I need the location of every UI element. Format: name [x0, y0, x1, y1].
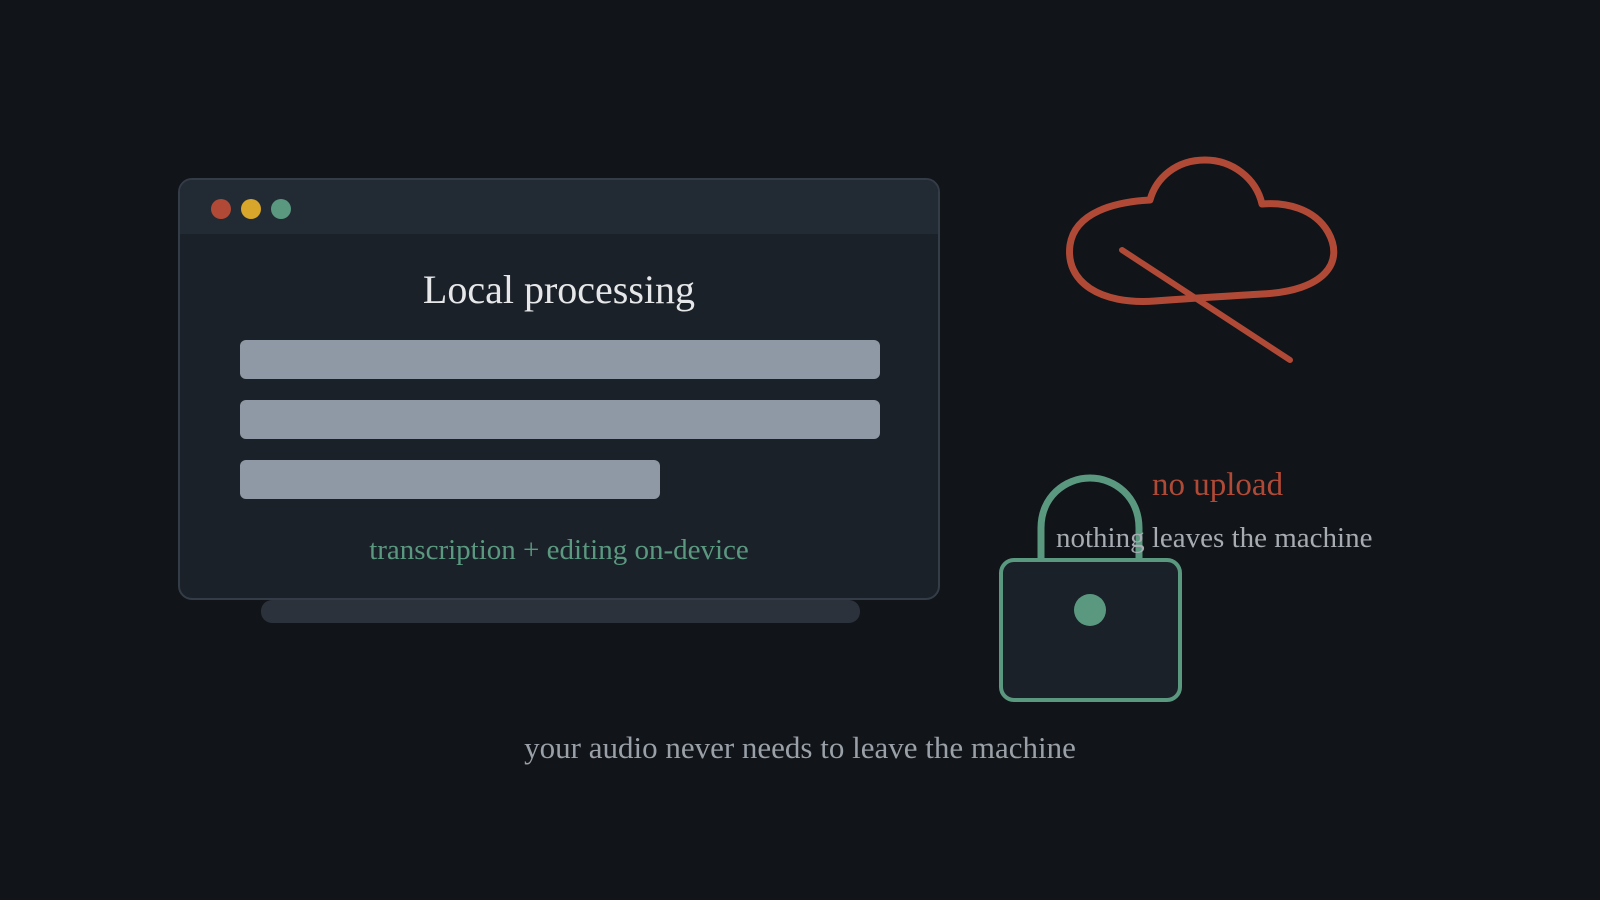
window-titlebar [180, 180, 938, 234]
laptop-stand [261, 600, 860, 623]
window-caption: transcription + editing on-device [369, 534, 749, 566]
minimize-dot-icon[interactable] [241, 199, 261, 219]
text-placeholder-bar [240, 340, 880, 379]
app-window: Local processing transcription + editing… [178, 178, 940, 600]
cloud-off-icon [1066, 156, 1338, 363]
bottom-caption: your audio never needs to leave the mach… [524, 730, 1076, 765]
maximize-dot-icon[interactable] [271, 199, 291, 219]
no-upload-label: no upload [1152, 467, 1284, 503]
lock-icon [999, 474, 1182, 702]
text-placeholder-bar [240, 460, 660, 499]
close-dot-icon[interactable] [211, 199, 231, 219]
window-title: Local processing [422, 267, 696, 312]
text-placeholder-bar [240, 400, 880, 439]
nothing-leaves-label: nothing leaves the machine [1056, 522, 1373, 554]
